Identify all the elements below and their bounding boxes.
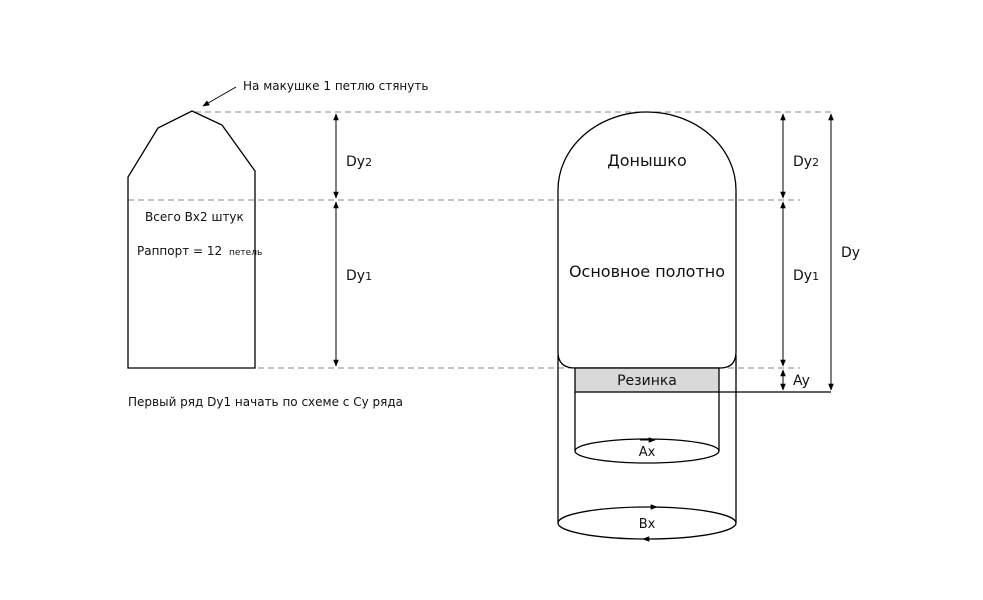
- left-dy1-label: Dy1: [346, 268, 372, 284]
- ay-label: Ay: [793, 373, 810, 389]
- outer-ellipse-label: Bx: [639, 517, 656, 532]
- left-repeat-unit: петель: [229, 248, 262, 258]
- main-fabric-label: Основное полотно: [569, 262, 725, 281]
- right-dy2-label: Dy2: [793, 154, 819, 170]
- dy-total-label: Dy: [841, 245, 860, 261]
- inner-ellipse-label: Ax: [639, 445, 656, 460]
- inner-ellipse: [574, 438, 720, 464]
- top-note: На макушке 1 петлю стянуть: [243, 79, 428, 93]
- bottom-note: Первый ряд Dy1 начать по схеме с Cy ряда: [128, 395, 403, 409]
- left-dy2-label: Dy2: [346, 154, 372, 170]
- right-dy1-label: Dy1: [793, 268, 819, 284]
- rib-band-label: Резинка: [617, 373, 677, 389]
- dome-label: Донышко: [607, 151, 686, 170]
- rib-band: [574, 367, 720, 393]
- top-note-arrow: [202, 86, 237, 107]
- left-wedge-outline: [127, 110, 256, 369]
- left-count-label: Всего Вх2 штук: [145, 210, 244, 224]
- left-repeat-label: Раппорт = 12 петель: [137, 244, 262, 258]
- left-repeat-main: Раппорт = 12: [137, 244, 222, 258]
